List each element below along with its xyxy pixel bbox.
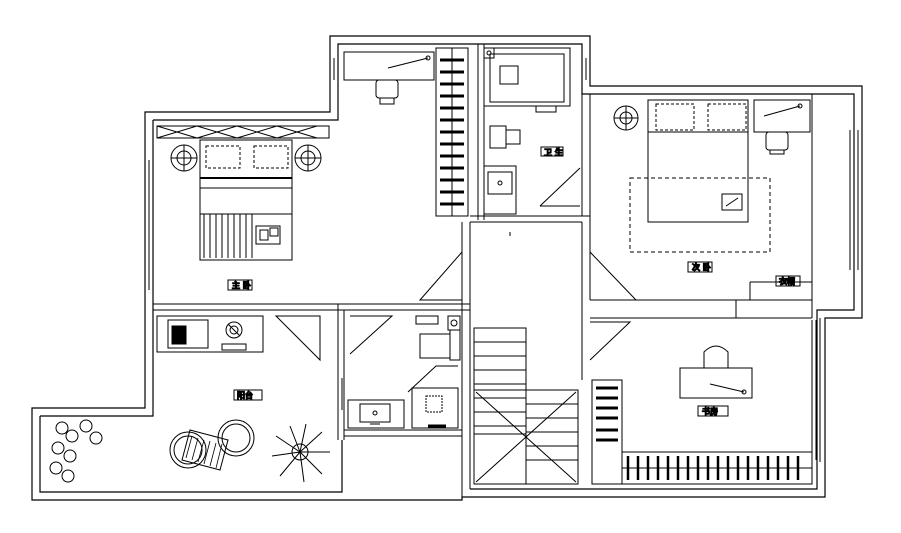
door-swings [274,250,638,393]
walk-in-closet: 书房 [591,345,813,485]
bedroom-right-label: 次 卧 [692,262,711,272]
bedroom-left: 主 卧 [156,125,330,291]
study-room [347,315,461,429]
study-label: 书房 [702,406,718,416]
balcony-room-label-box [233,389,263,401]
wardrobe-vertical [435,47,469,217]
bathroom-top-label: 卫 生 [544,147,563,157]
study-label-box [697,405,729,417]
stairs [473,232,579,485]
bedroom-left-label: 主 卧 [232,280,251,290]
balcony-room: 阳台 [156,315,264,401]
bedroom-right-label-box [687,261,713,273]
windows [144,58,859,460]
balcony-furniture [49,419,330,483]
exterior-outline [31,35,863,501]
bathroom-top: 卫 生 [483,47,581,215]
bedroom-right-tag-box [775,275,801,287]
plant-icon [271,423,330,483]
bedroom-right-tag: 衣帽 [779,276,795,286]
bedroom-right: 次 卧 衣帽 [613,99,811,287]
bedroom-left-label-box [227,279,253,291]
balcony-room-label: 阳台 [237,390,253,400]
bathroom-top-label-box [540,146,564,157]
study-desk-top [343,51,435,105]
